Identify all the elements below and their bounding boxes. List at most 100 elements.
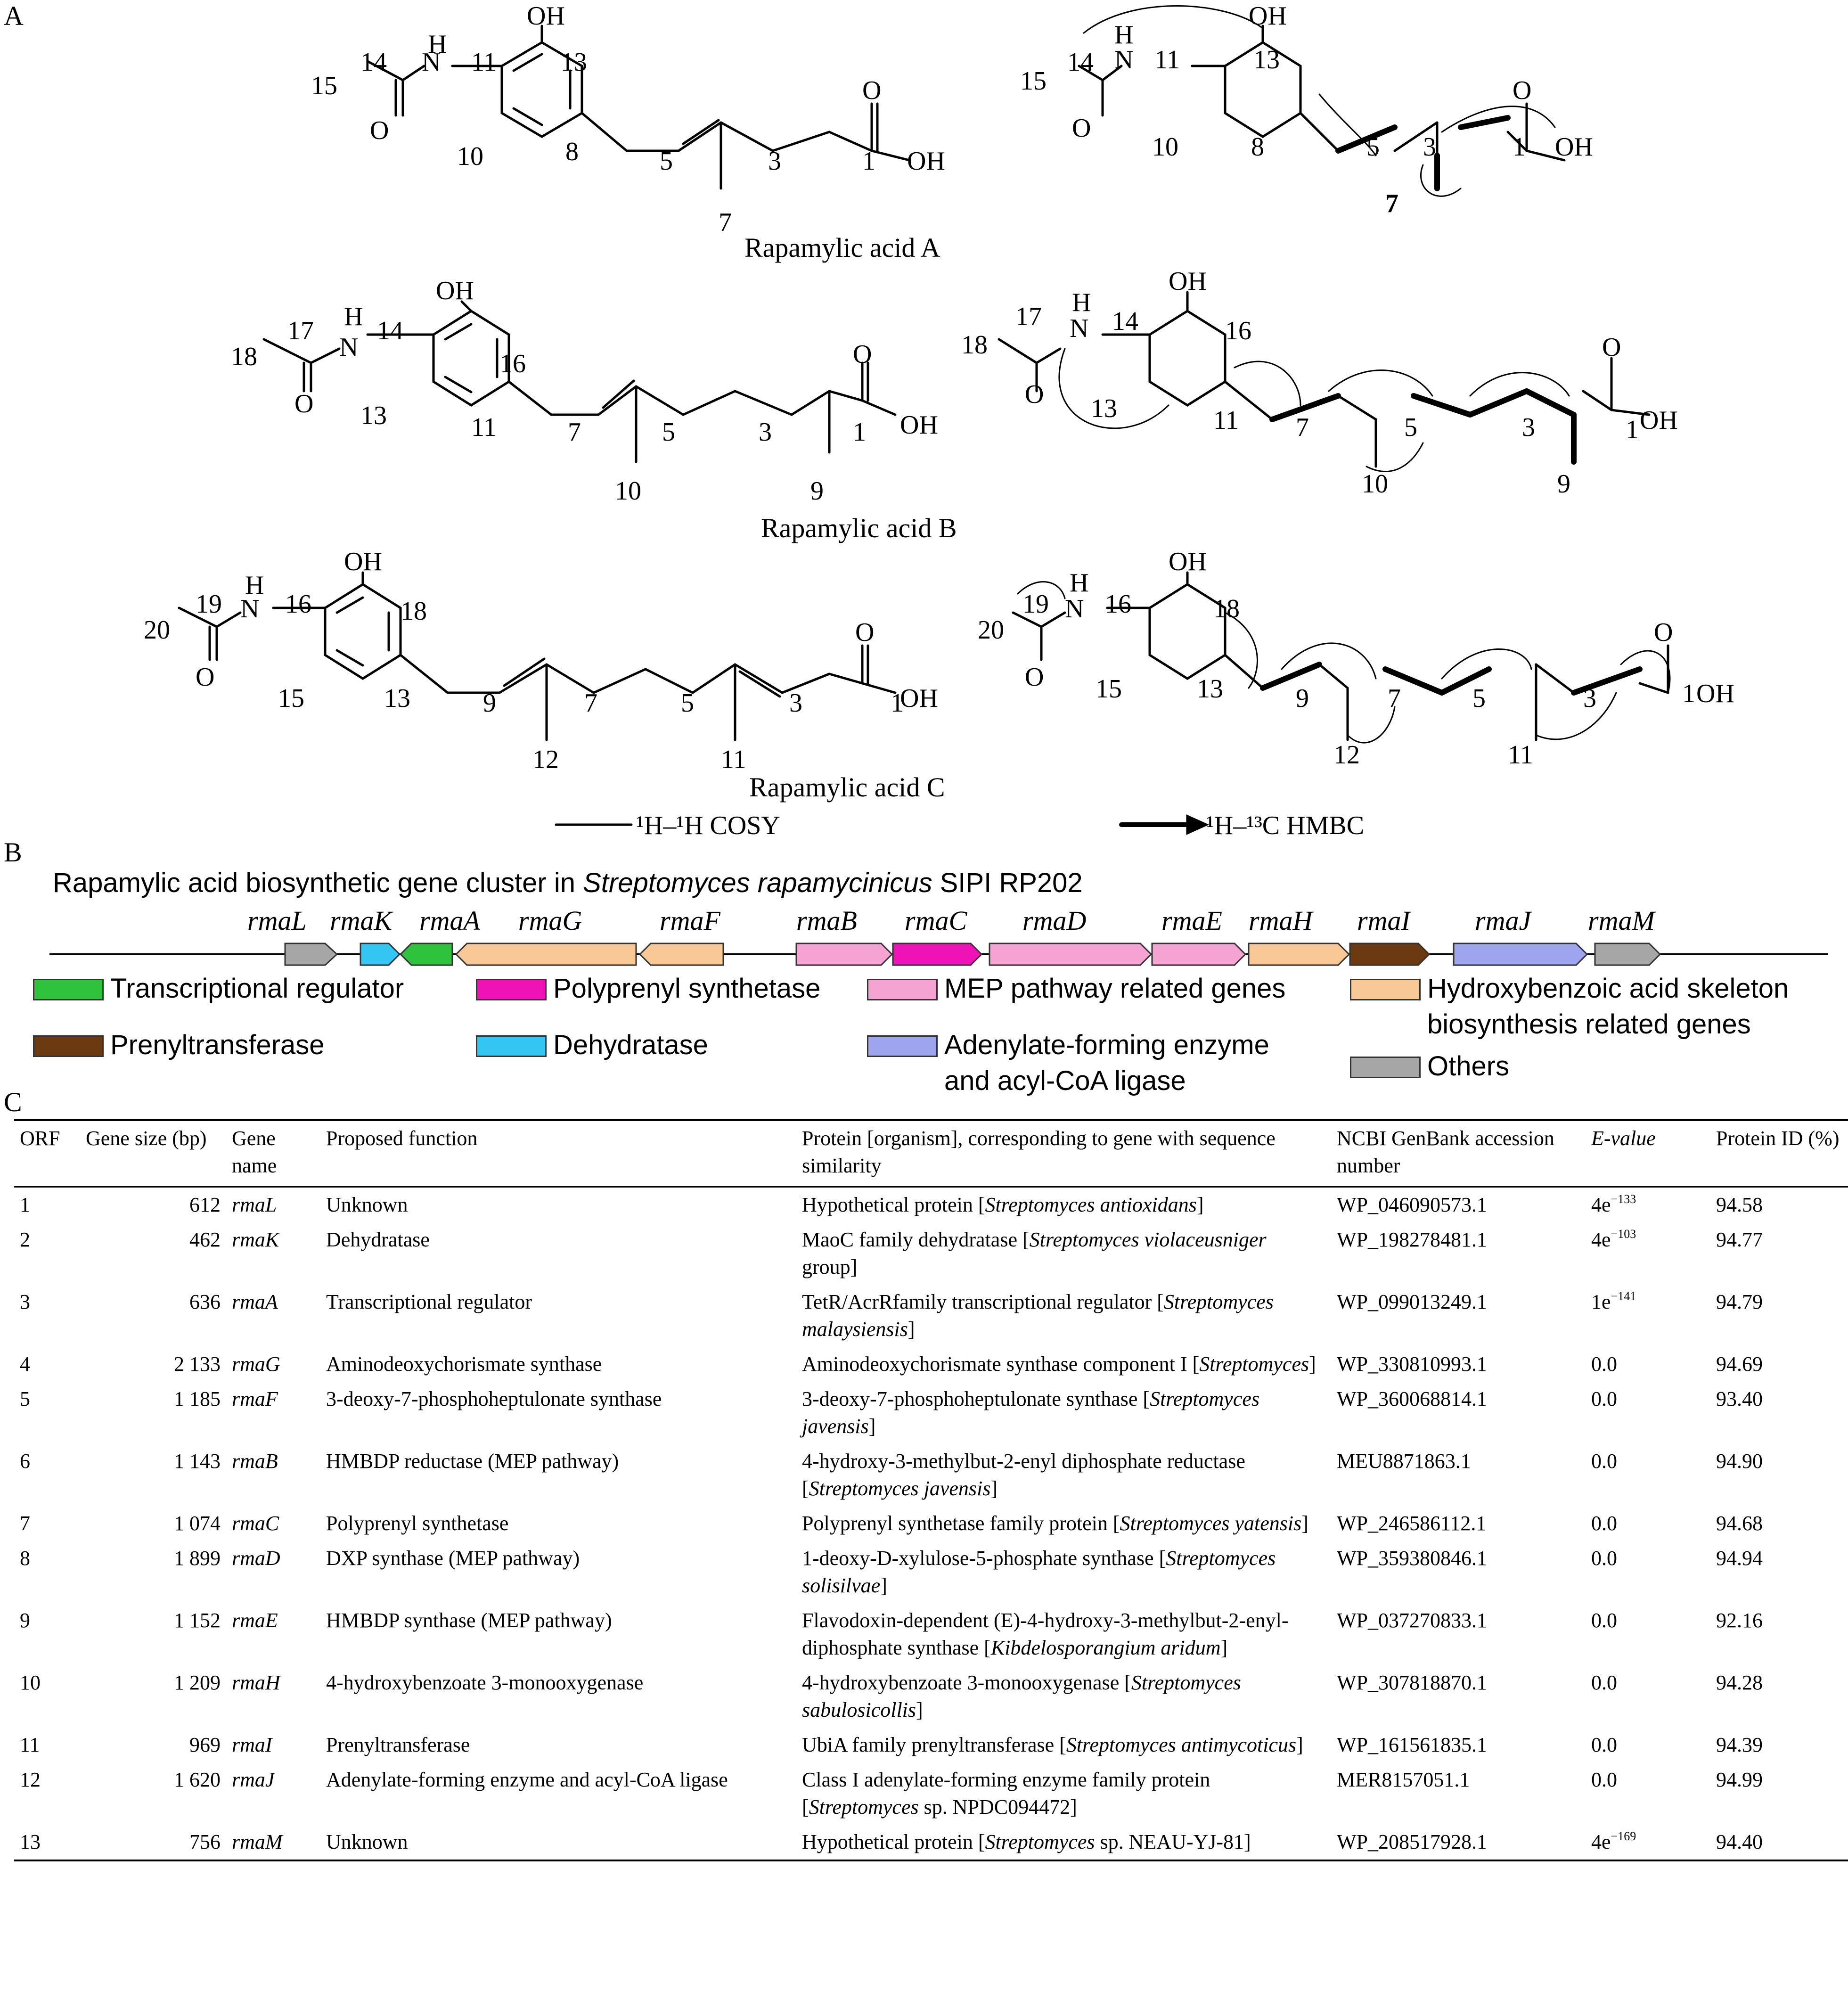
mol-b-nmr-acid-o: O <box>1602 333 1621 362</box>
cell-gene-size: 1 074 <box>174 1512 221 1535</box>
gene-label-rmaL: rmaL <box>247 905 307 936</box>
mol-c-nmr-num-7: 7 <box>1388 684 1401 713</box>
protein-tail: sp. NEAU-YJ-81] <box>1095 1830 1251 1853</box>
mol-a-oh: OH <box>527 1 565 31</box>
mol-a-nmr-nh-h: H <box>1114 20 1133 49</box>
cell-accession: WP_360068814.1 <box>1337 1387 1487 1410</box>
cell-function: Transcriptional regulator <box>326 1290 532 1313</box>
mol-c-num-9: 9 <box>483 688 496 718</box>
cell-gene-name: rmaM <box>232 1830 283 1853</box>
organism-text: Streptomyces <box>985 1830 1095 1853</box>
mol-b-oh: OH <box>436 276 474 305</box>
cell-gene-size: 1 152 <box>174 1609 221 1632</box>
mol-b-nmr-num-14: 14 <box>1112 307 1138 336</box>
evalue-exponent: −103 <box>1611 1227 1636 1241</box>
cell-protein-id: 94.40 <box>1716 1830 1763 1853</box>
mol-c-num-18: 18 <box>401 597 427 626</box>
evalue-exponent: −133 <box>1611 1192 1636 1206</box>
evalue-base: 4e <box>1591 1830 1611 1853</box>
mol-c-nmr-num-18: 18 <box>1213 594 1240 623</box>
mol-b-nmr-nh-h: H <box>1072 288 1091 317</box>
evalue-base: 0.0 <box>1591 1671 1617 1694</box>
mol-a-name: Rapamylic acid A <box>744 232 940 263</box>
cell-evalue: 1e−141 <box>1586 1285 1710 1347</box>
mol-b-nmr-num-10: 10 <box>1362 469 1388 499</box>
mol-a-nmr-num-1: 1 <box>1513 132 1526 162</box>
hmbc-legend-label: ¹H–¹³C HMBC <box>1206 811 1364 840</box>
cell-accession: WP_307818870.1 <box>1337 1671 1487 1694</box>
cell-function: Aminodeoxychorismate synthase <box>326 1352 602 1376</box>
protein-tail: ] <box>1220 1636 1228 1659</box>
mol-b-num-14: 14 <box>377 316 403 345</box>
mol-b-nmr-num-9: 9 <box>1557 469 1570 499</box>
evalue-base: 4e <box>1591 1193 1611 1216</box>
cell-protein: Hypothetical protein [Streptomyces antio… <box>796 1187 1331 1223</box>
cluster-title-suffix: SIPI RP202 <box>932 868 1083 898</box>
evalue-exponent: −141 <box>1611 1289 1636 1303</box>
mol-b-nmr-num-7: 7 <box>1296 413 1309 442</box>
mol-c-nmr-num-15: 15 <box>1096 674 1122 704</box>
cell-protein-id: 94.39 <box>1716 1733 1763 1756</box>
evalue-base: 0.0 <box>1591 1768 1617 1791</box>
evalue-base: 1e <box>1591 1290 1611 1313</box>
header-accession: NCBI GenBank accession number <box>1337 1127 1554 1177</box>
cell-protein-id: 94.90 <box>1716 1450 1763 1473</box>
cell-accession: WP_099013249.1 <box>1337 1290 1487 1313</box>
cell-protein: Class I adenylate-forming enzyme family … <box>796 1762 1331 1825</box>
legend-label: Adenylate-forming enzyme and acyl-CoA li… <box>944 1030 1269 1096</box>
cell-evalue: 0.0 <box>1586 1728 1710 1762</box>
mol-c-nmr-num-5: 5 <box>1472 684 1486 713</box>
evalue-base: 0.0 <box>1591 1450 1617 1473</box>
mol-c-nmr-num-20: 20 <box>978 615 1004 645</box>
protein-tail: ] <box>1296 1733 1303 1756</box>
evalue-base: 4e <box>1591 1228 1611 1251</box>
mol-c-nmr-num-9: 9 <box>1296 684 1309 713</box>
cell-accession: WP_161561835.1 <box>1337 1733 1487 1756</box>
cell-protein: 3-deoxy-7-phosphoheptulonate synthase [S… <box>796 1382 1331 1444</box>
gene-arrow-rmaM <box>1594 942 1661 966</box>
organism-text: Streptomyces violaceusniger <box>1029 1228 1267 1251</box>
cell-protein-id: 93.40 <box>1716 1387 1763 1410</box>
cell-gene-name: rmaA <box>232 1290 278 1313</box>
gene-arrow-rmaB <box>795 942 893 966</box>
gene-label-rmaD: rmaD <box>1022 905 1087 936</box>
mol-c-num-12: 12 <box>532 745 559 774</box>
cell-gene-name: rmaD <box>232 1547 280 1570</box>
protein-text: MaoC family dehydratase [ <box>802 1228 1030 1251</box>
cell-protein: 1-deoxy-D-xylulose-5-phosphate synthase … <box>796 1541 1331 1603</box>
cell-accession: WP_198278481.1 <box>1337 1228 1487 1251</box>
cell-accession: WP_246586112.1 <box>1337 1512 1487 1535</box>
mol-a-nmr-num-5: 5 <box>1366 132 1380 162</box>
mol-b-num-5: 5 <box>662 418 675 447</box>
mol-a-nh-h: H <box>428 30 447 59</box>
gene-cluster-map <box>49 942 1828 966</box>
cell-protein-id: 94.69 <box>1716 1352 1763 1376</box>
mol-b-acid-o: O <box>853 340 872 369</box>
evalue-base: 0.0 <box>1591 1609 1617 1632</box>
mol-c-num-16: 16 <box>285 590 311 619</box>
mol-b-num-16: 16 <box>499 349 526 378</box>
cell-orf: 1 <box>20 1193 30 1216</box>
cell-evalue: 0.0 <box>1586 1541 1710 1603</box>
cell-protein-id: 94.77 <box>1716 1228 1763 1251</box>
cell-protein-id: 94.94 <box>1716 1547 1763 1570</box>
legend-adenylate: Adenylate-forming enzyme and acyl-CoA li… <box>867 1027 1315 1099</box>
gene-arrow-rmaE <box>1151 942 1247 966</box>
cell-accession: WP_037270833.1 <box>1337 1609 1487 1632</box>
mol-a-num-11: 11 <box>471 48 497 77</box>
cell-accession: WP_208517928.1 <box>1337 1830 1487 1853</box>
mol-c-nmr-num-3: 3 <box>1583 684 1596 713</box>
legend-swatch <box>33 1035 104 1057</box>
legend-label: Polyprenyl synthetase <box>553 973 821 1004</box>
cell-orf: 7 <box>20 1512 30 1535</box>
cell-orf: 6 <box>20 1450 30 1473</box>
mol-a-num-14: 14 <box>360 48 387 77</box>
mol-a-num-10: 10 <box>457 142 483 171</box>
cell-gene-name: rmaI <box>232 1733 272 1756</box>
cell-gene-size: 612 <box>189 1193 221 1216</box>
organism-text: Kibdelosporangium aridum <box>990 1636 1221 1659</box>
